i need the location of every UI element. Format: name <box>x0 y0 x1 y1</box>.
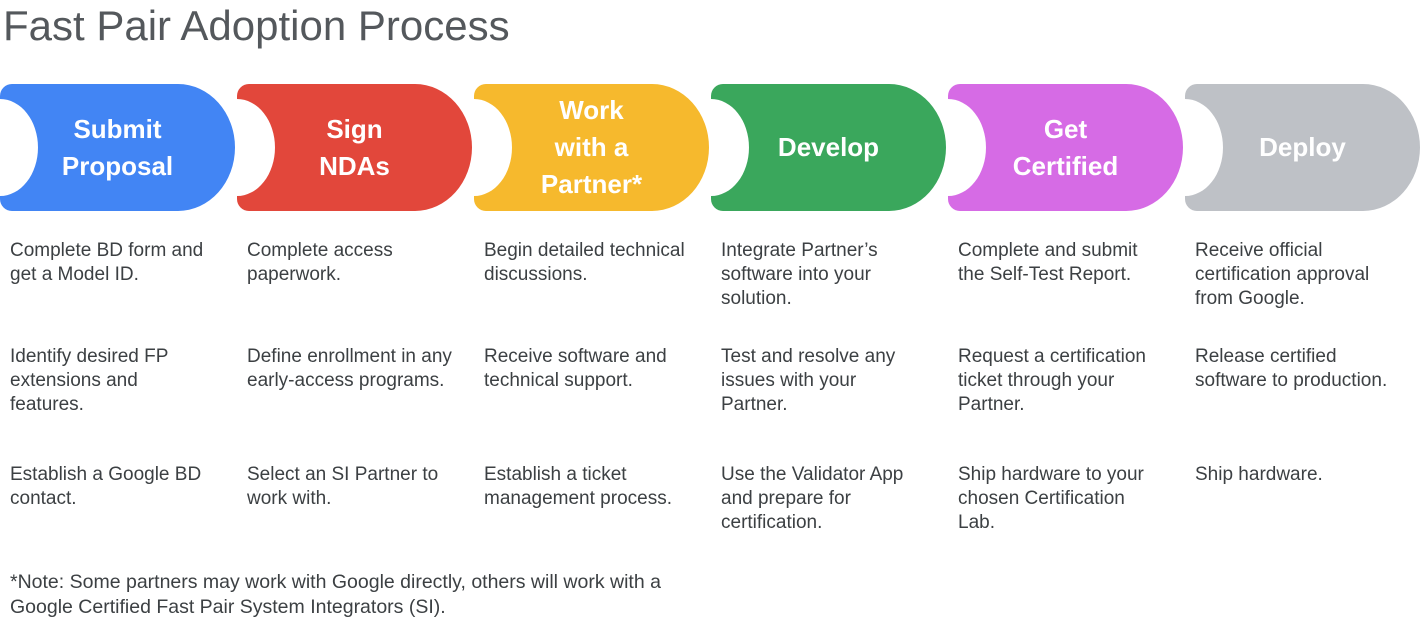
detail-item: Integrate Partner’s software into your s… <box>721 240 878 310</box>
detail-item: Complete and submit the Self-Test Report… <box>958 240 1138 286</box>
detail-item: Select an SI Partner to work with. <box>247 464 439 510</box>
stage-shape-arrow <box>237 84 472 212</box>
detail-item: Complete BD form and get a Model ID. <box>10 240 204 286</box>
stage-shape-arrow <box>711 84 946 212</box>
stage-details-grid: Complete BD form and get a Model ID. Ide… <box>0 239 1423 535</box>
stage-deploy: Deploy <box>1185 84 1420 212</box>
stage-shape-arrow <box>948 84 1183 212</box>
stage-shape-arrow <box>474 84 709 212</box>
detail-item: Define enrollment in any early-access pr… <box>247 346 452 392</box>
details-get-certified: Complete and submit the Self-Test Report… <box>948 239 1183 535</box>
stage-shape-arrow <box>1185 84 1420 212</box>
detail-item: Request a certification ticket through y… <box>958 346 1146 416</box>
detail-item: Establish a Google BD contact. <box>10 464 202 510</box>
detail-item: Identify desired FP extensions and featu… <box>10 346 169 416</box>
details-work-with-a-partner: Begin detailed technical discussions. Re… <box>474 239 709 535</box>
detail-item: Receive official certification approval … <box>1195 240 1370 310</box>
stage-get-certified: Get Certified <box>948 84 1183 212</box>
footnote: *Note: Some partners may work with Googl… <box>10 571 661 619</box>
detail-item: Test and resolve any issues with your Pa… <box>721 346 896 416</box>
detail-item: Establish a ticket management process. <box>484 464 672 510</box>
detail-item: Begin detailed technical discussions. <box>484 240 685 286</box>
stage-develop: Develop <box>711 84 946 212</box>
detail-item: Release certified software to production… <box>1195 346 1388 392</box>
page-title: Fast Pair Adoption Process <box>3 2 510 49</box>
stage-submit-proposal: Submit Proposal <box>0 84 235 212</box>
detail-item: Ship hardware to your chosen Certificati… <box>958 464 1144 534</box>
stage-sign-ndas: Sign NDAs <box>237 84 472 212</box>
detail-item: Ship hardware. <box>1195 464 1323 486</box>
details-sign-ndas: Complete access paperwork. Define enroll… <box>237 239 472 535</box>
detail-item: Receive software and technical support. <box>484 346 667 392</box>
detail-item: Complete access paperwork. <box>247 240 393 286</box>
detail-item: Use the Validator App and prepare for ce… <box>721 464 904 534</box>
stage-work-with-a-partner: Work with a Partner* <box>474 84 709 212</box>
stage-shape-arrow <box>0 84 235 212</box>
process-banner: Submit Proposal Sign NDAs Work with a Pa… <box>0 84 1423 212</box>
details-deploy: Receive official certification approval … <box>1185 239 1420 535</box>
details-develop: Integrate Partner’s software into your s… <box>711 239 946 535</box>
details-submit-proposal: Complete BD form and get a Model ID. Ide… <box>0 239 235 535</box>
